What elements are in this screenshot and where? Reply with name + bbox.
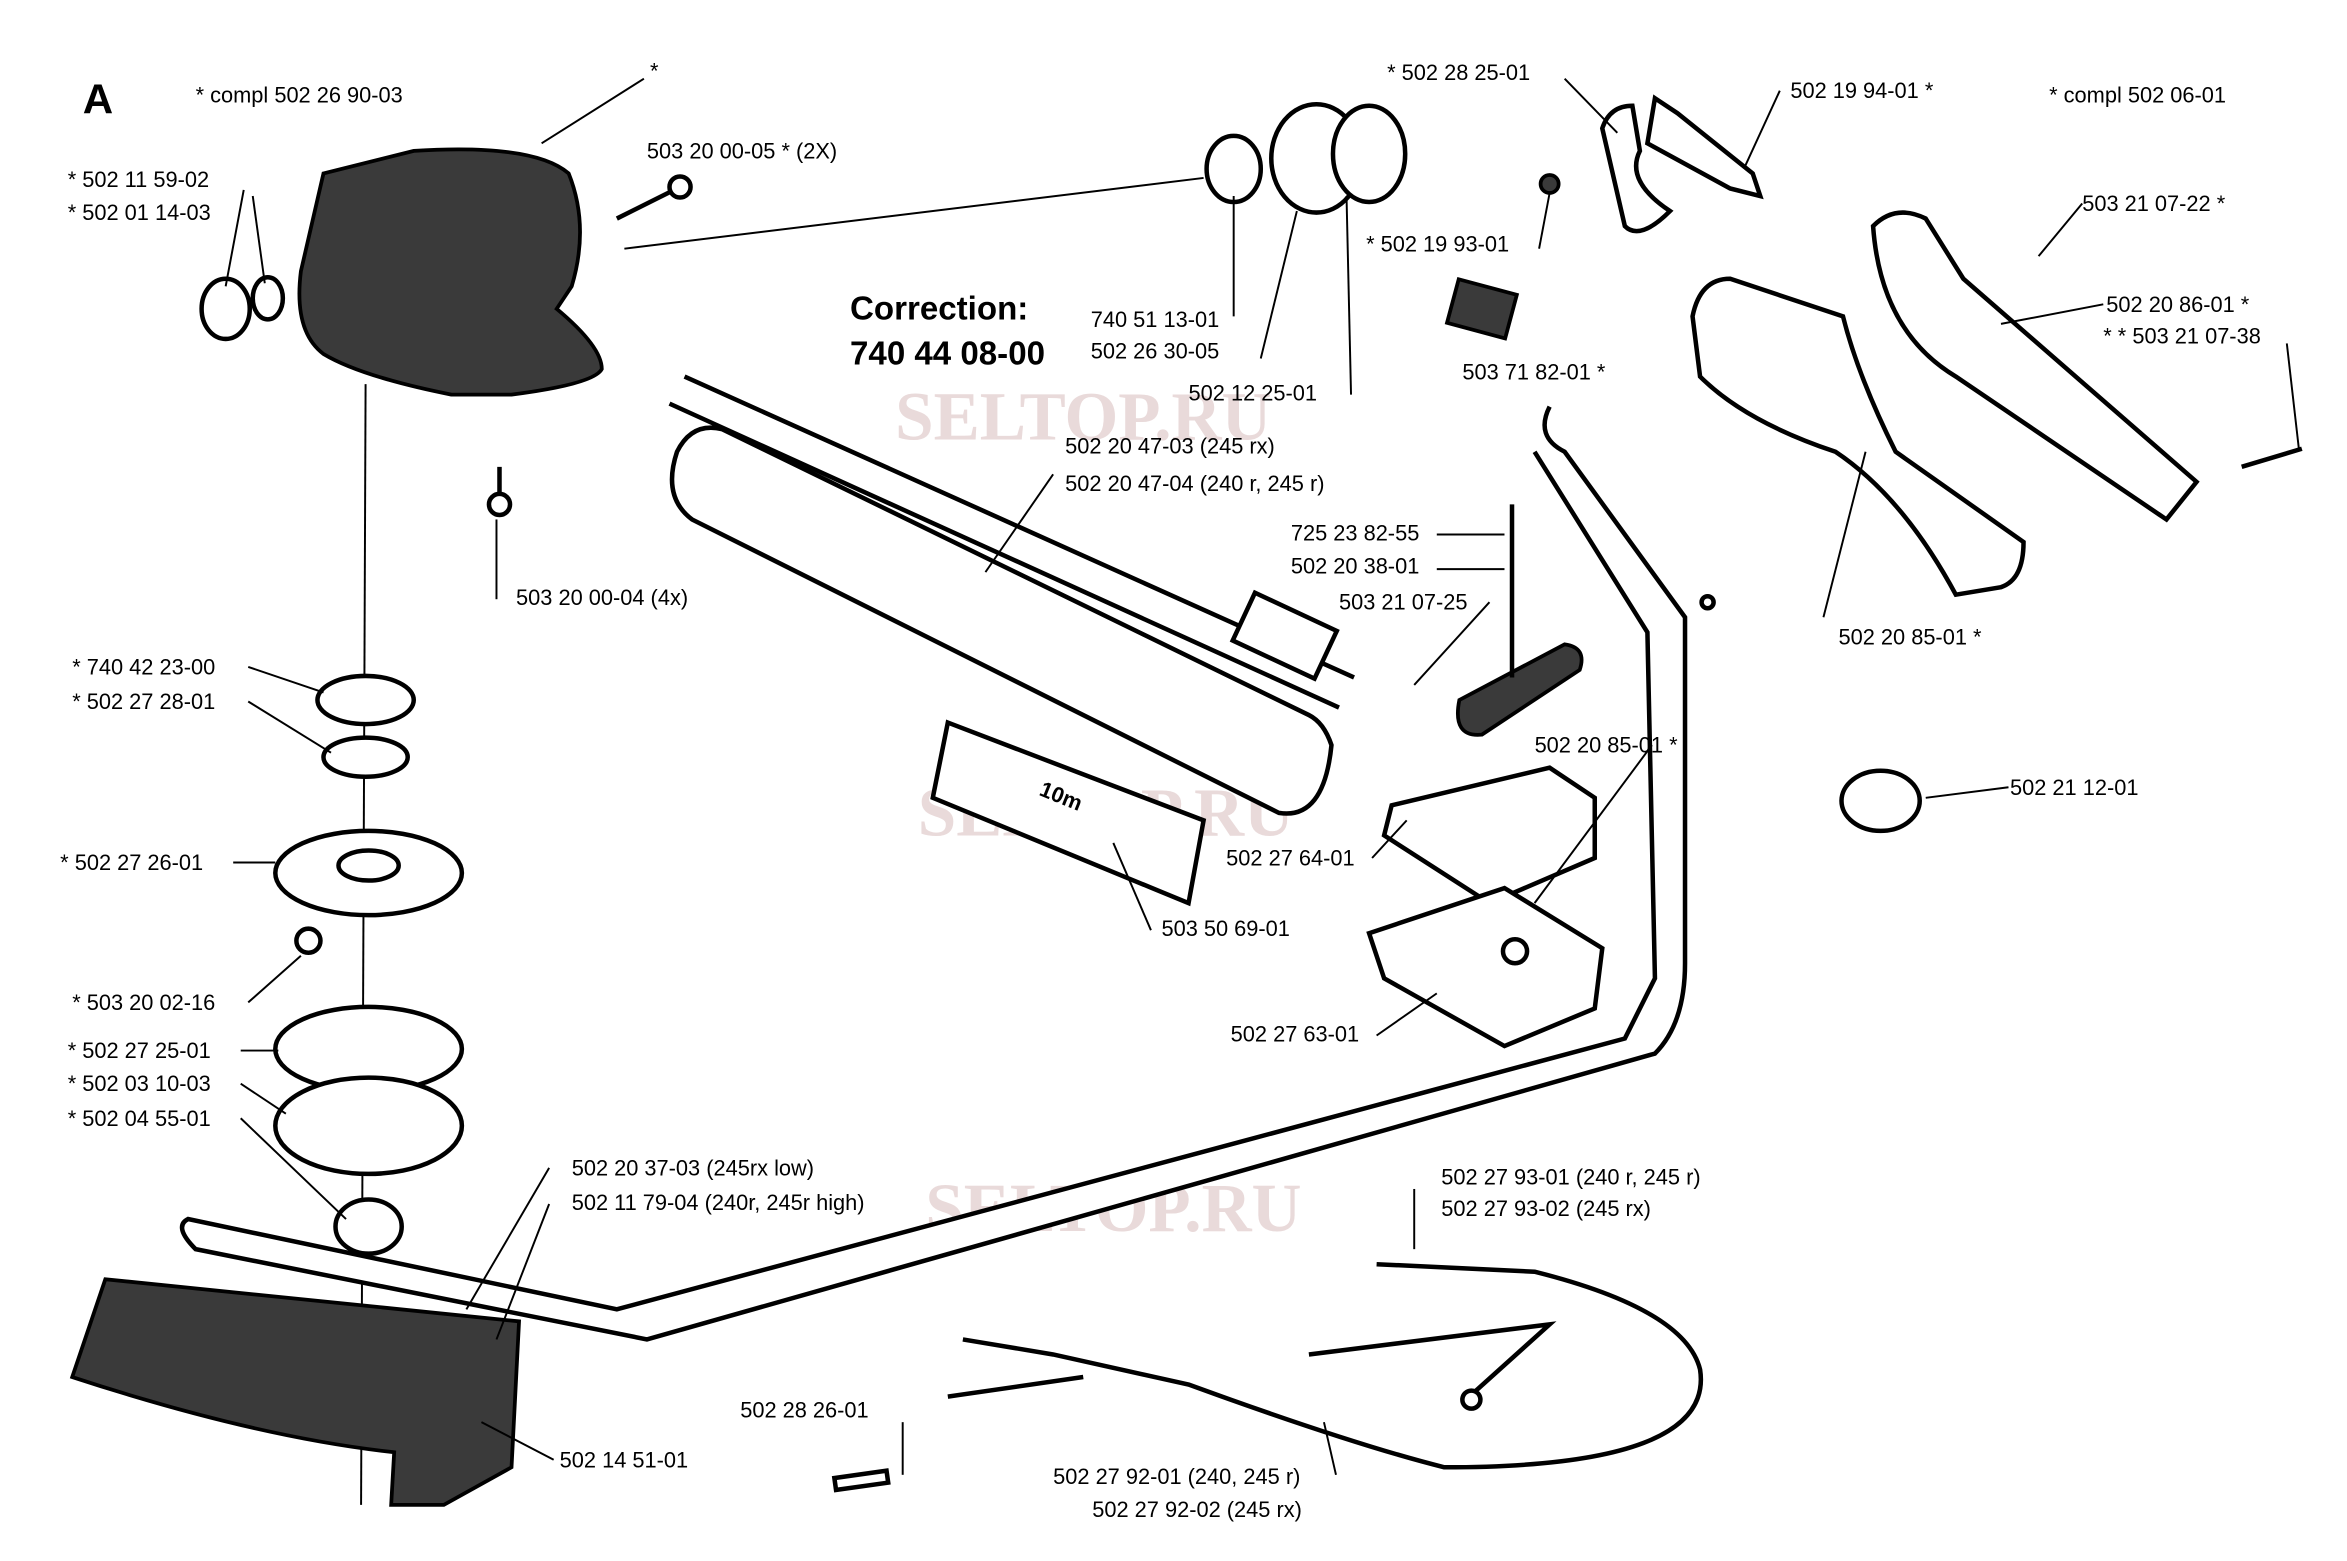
part-label: 502 20 85-01 *: [1838, 624, 1982, 649]
clamp: [1366, 504, 1605, 1049]
correction-number: 740 44 08-00: [850, 336, 1045, 373]
part-label: 503 21 07-25: [1339, 590, 1467, 615]
part-label: 502 27 64-01: [1226, 846, 1354, 871]
part-label: 502 21 12-01: [2010, 775, 2138, 800]
part-label: 503 50 69-01: [1161, 916, 1289, 941]
decal: 10m: [930, 719, 1207, 907]
part-label: 725 23 82-55: [1291, 521, 1419, 546]
part-label: 502 19 94-01 *: [1790, 78, 1934, 103]
trigger-parts: [1444, 94, 1764, 341]
part-label: * 503 20 02-16: [72, 990, 215, 1015]
wiring-harness: [831, 1261, 1704, 1493]
part-label: * 502 28 25-01: [1387, 60, 1530, 85]
part-label: 740 51 13-01: [1091, 307, 1219, 332]
part-label: * 502 27 26-01: [60, 850, 203, 875]
blade-parts: [273, 673, 465, 1256]
part-label: * 502 11 59-02: [68, 167, 209, 192]
correction-title: Correction:: [850, 290, 1028, 327]
part-label: * 502 03 10-03: [68, 1071, 211, 1096]
part-label: * 502 27 25-01: [68, 1038, 211, 1063]
shaft-tube: [668, 374, 1355, 816]
part-label: * 502 04 55-01: [68, 1106, 211, 1131]
part-label: 502 20 47-04 (240 r, 245 r): [1065, 471, 1324, 496]
part-label: 502 28 26-01: [740, 1398, 868, 1423]
part-label: * compl 502 26 90-03: [196, 83, 403, 108]
leader-lines: [224, 77, 2300, 1476]
handlebar: [179, 405, 1716, 1342]
part-label: 503 20 00-05 * (2X): [647, 138, 837, 163]
part-label: 502 27 92-01 (240, 245 r): [1053, 1464, 1300, 1489]
part-label: * 502 01 14-03: [68, 200, 211, 225]
grip: [69, 1277, 522, 1507]
part-label: 503 71 82-01 *: [1462, 360, 1606, 385]
part-label: 503 21 07-22 *: [2082, 191, 2226, 216]
part-label: 502 20 47-03 (245 rx): [1065, 433, 1275, 458]
part-label: 502 14 51-01: [560, 1447, 688, 1472]
part-label: * 740 42 23-00: [72, 654, 215, 679]
part-label: *: [650, 59, 659, 84]
screw: [486, 174, 693, 518]
watermark: SELTOP.RU: [895, 378, 1271, 455]
part-label: 502 27 92-02 (245 rx): [1092, 1497, 1302, 1522]
part-label: 502 20 85-01 *: [1535, 733, 1679, 758]
cap: [1839, 768, 1922, 834]
part-label: * compl 502 06-01: [2049, 83, 2226, 108]
gear-head-housing: [297, 147, 604, 397]
part-label: * 502 19 93-01: [1366, 232, 1509, 257]
part-label: 502 20 86-01 *: [2106, 292, 2250, 317]
part-label: 502 20 38-01: [1291, 554, 1419, 579]
part-label: 502 27 93-01 (240 r, 245 r): [1441, 1164, 1700, 1189]
part-label: 502 26 30-05: [1091, 338, 1219, 363]
plug-and-oring: [199, 274, 286, 342]
part-label: * * 503 21 07-38: [2103, 323, 2261, 348]
throttle-handle: [1690, 210, 2303, 598]
part-label: 502 12 25-01: [1189, 381, 1317, 406]
part-label: 503 20 00-04 (4x): [516, 585, 688, 610]
bearing-and-seal: [1204, 101, 1408, 215]
part-label: 502 11 79-04 (240r, 245r high): [572, 1190, 865, 1215]
part-label: 502 27 63-01: [1231, 1022, 1359, 1047]
part-label: 502 27 93-02 (245 rx): [1441, 1196, 1651, 1221]
part-label: 502 20 37-03 (245rx low): [572, 1155, 814, 1180]
part-label: * 502 27 28-01: [72, 689, 215, 714]
section-letter: A: [83, 75, 113, 122]
